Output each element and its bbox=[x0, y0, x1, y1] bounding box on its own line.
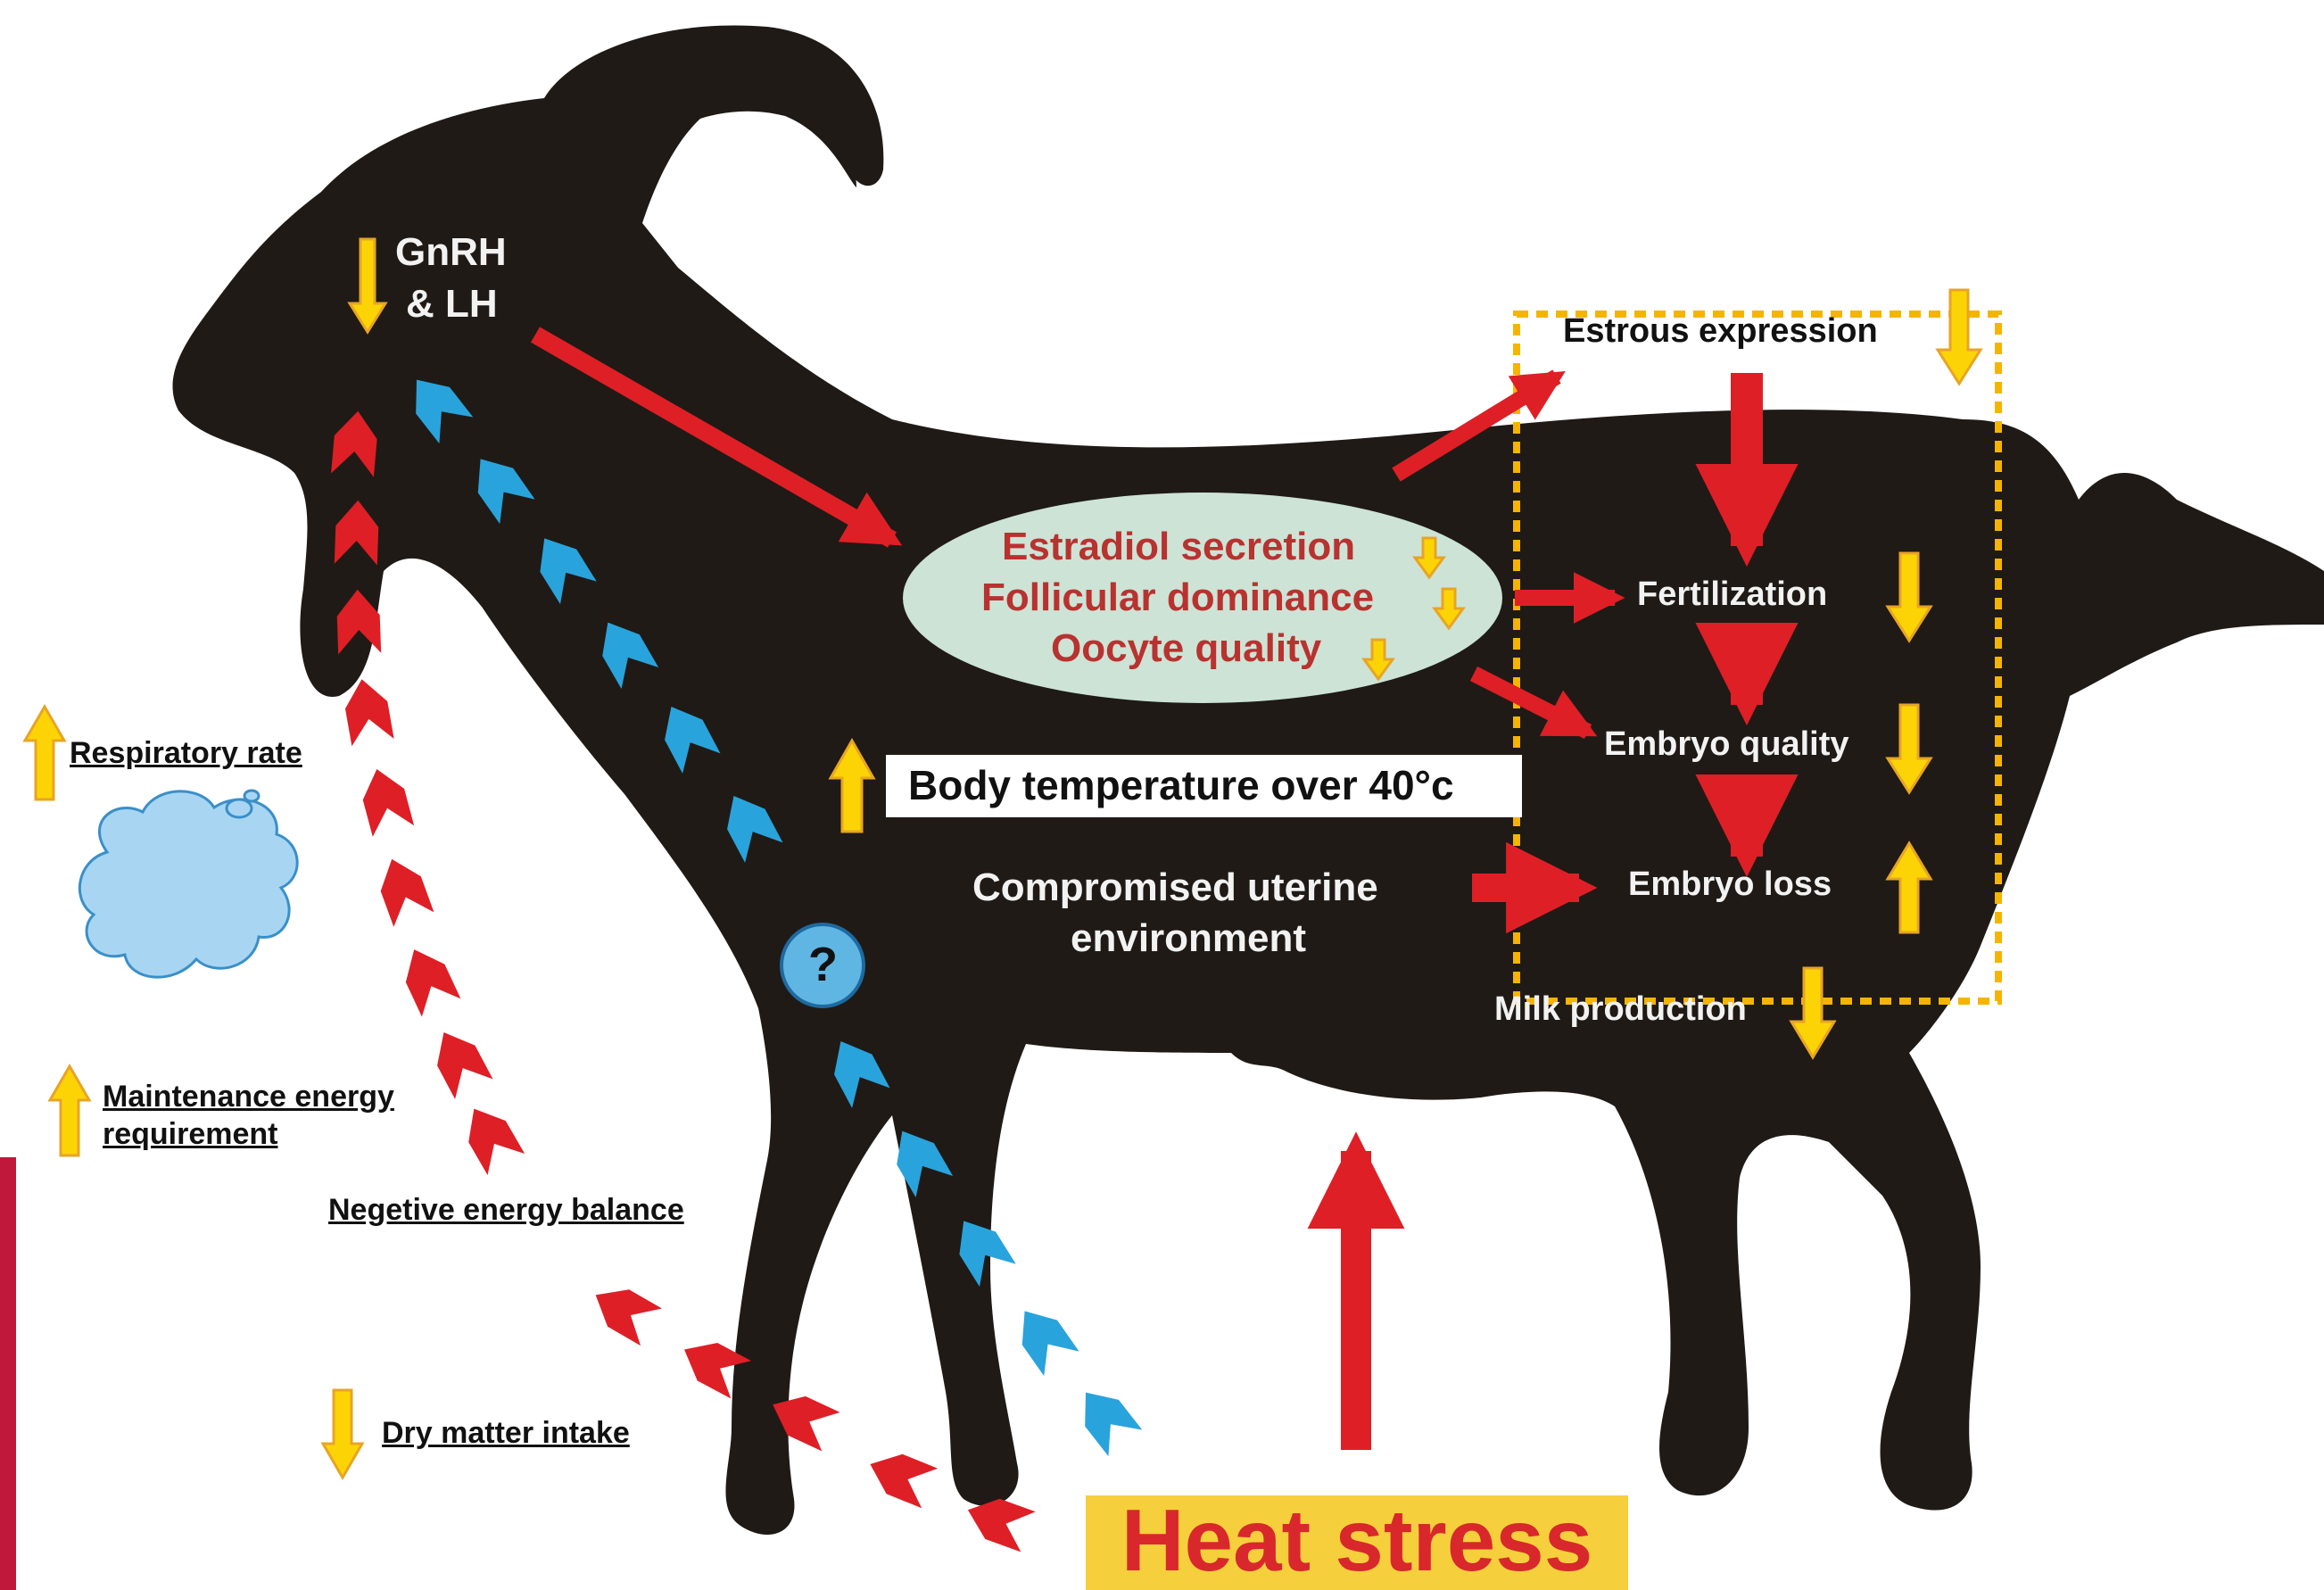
estrous-label: Estrous expression bbox=[1563, 312, 1878, 351]
follicular-label: Follicular dominance bbox=[981, 576, 1374, 620]
negative-energy-label: Negetive energy balance bbox=[328, 1193, 684, 1228]
milk-label: Milk production bbox=[1494, 990, 1747, 1029]
dry-matter-label: Dry matter intake bbox=[382, 1416, 630, 1451]
respiratory-label: Respiratory rate bbox=[70, 736, 302, 771]
body-temp-label: Body temperature over 40°c bbox=[908, 761, 1454, 809]
fertilization-label: Fertilization bbox=[1637, 576, 1827, 614]
question-mark-label: ? bbox=[808, 937, 838, 992]
left-accent-bar bbox=[0, 1157, 16, 1590]
heat-stress-label: Heat stress bbox=[1086, 1495, 1628, 1590]
gnrh-label: GnRH bbox=[395, 230, 507, 275]
uterine-label-line1: Compromised uterine bbox=[972, 865, 1378, 910]
uterine-label-line2: environment bbox=[1071, 916, 1306, 961]
maintenance-label-line1: Maintenance energy bbox=[103, 1080, 394, 1114]
lh-label: & LH bbox=[406, 282, 498, 327]
oocyte-label: Oocyte quality bbox=[1051, 626, 1321, 671]
maintenance-label-line2: requirement bbox=[103, 1117, 278, 1152]
cloud-icon bbox=[79, 791, 297, 977]
estradiol-label: Estradiol secretion bbox=[1002, 525, 1355, 569]
embryo-loss-label: Embryo loss bbox=[1628, 865, 1832, 904]
heat-stress-box: Heat stress bbox=[1086, 1495, 1628, 1590]
embryo-quality-label: Embryo quality bbox=[1604, 725, 1849, 764]
